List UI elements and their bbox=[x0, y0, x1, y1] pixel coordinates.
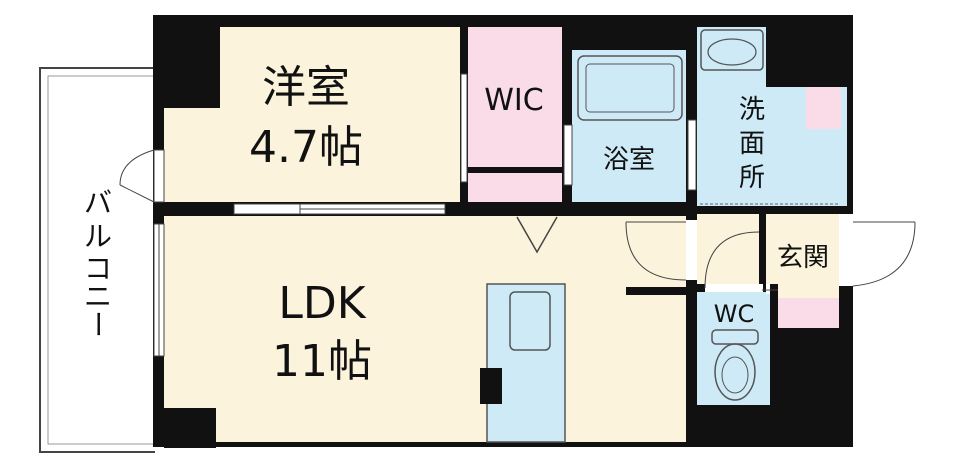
shoe-closet-floor bbox=[778, 298, 839, 328]
balcony-label-2: ル bbox=[84, 220, 112, 253]
wc-floor bbox=[697, 292, 770, 405]
washroom-label-3: 所 bbox=[739, 163, 765, 193]
bath-label: 浴室 bbox=[603, 145, 655, 175]
toilet bbox=[711, 329, 759, 401]
kitchen-pillar bbox=[480, 368, 502, 404]
balcony-label-4: ニ bbox=[84, 280, 112, 313]
wc-label: WC bbox=[714, 300, 755, 328]
balcony-label-3: コ bbox=[84, 252, 112, 285]
western-room-floor bbox=[220, 27, 460, 202]
balcony-label-5: ー bbox=[81, 310, 114, 338]
ldk-floor bbox=[164, 216, 686, 442]
openings bbox=[119, 73, 916, 357]
balcony-label-1: バ bbox=[84, 186, 112, 219]
balcony bbox=[39, 67, 155, 453]
bath-floor bbox=[572, 50, 686, 204]
washroom-label-2: 面 bbox=[739, 129, 765, 159]
ldk-label: LDK bbox=[278, 278, 366, 329]
hall-floor bbox=[697, 214, 759, 284]
room-labels: 洋室 4.7帖 WIC 浴室 洗 面 所 LDK 11帖 玄関 WC バ ル コ… bbox=[81, 62, 829, 387]
bathtub bbox=[577, 55, 683, 121]
wash-basin bbox=[700, 29, 764, 71]
kitchen-counter bbox=[480, 283, 566, 443]
kitchen-sink bbox=[509, 291, 551, 351]
western-room-name: 洋室 bbox=[262, 62, 350, 113]
western-room-size: 4.7帖 bbox=[249, 122, 363, 173]
entrance-label: 玄関 bbox=[777, 243, 829, 273]
wic-floor bbox=[466, 27, 562, 167]
entrance-floor bbox=[766, 214, 839, 298]
ldk-size: 11帖 bbox=[272, 336, 372, 387]
closet-floor bbox=[466, 173, 562, 206]
fixtures bbox=[577, 29, 840, 401]
wic-label: WIC bbox=[484, 83, 543, 118]
washroom-label-1: 洗 bbox=[739, 95, 765, 125]
room-floors bbox=[164, 27, 847, 448]
